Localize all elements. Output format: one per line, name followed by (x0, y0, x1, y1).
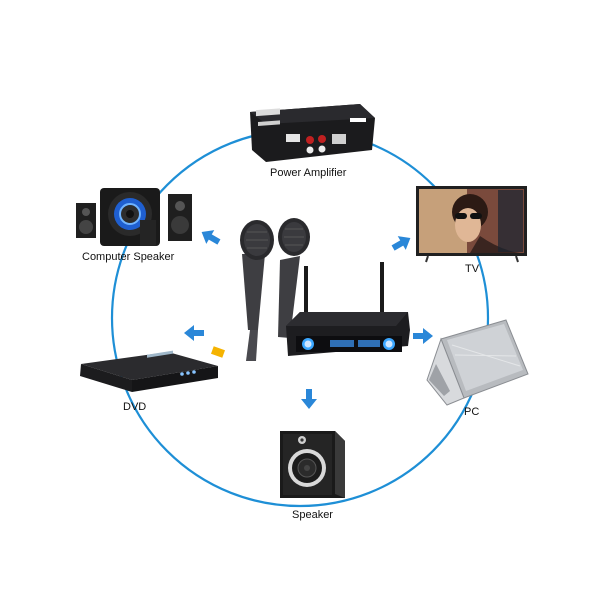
arrow-to-dvd (184, 325, 204, 341)
tv-icon (416, 186, 527, 263)
power-amplifier-label: Power Amplifier (270, 167, 347, 179)
dvd-label: DVD (123, 401, 147, 413)
wireless-microphone-icon (210, 220, 274, 361)
laptop-icon (426, 319, 529, 406)
wireless-microphone-icon-second (278, 218, 310, 338)
speaker-label: Speaker (292, 509, 333, 521)
pc-label: PC (464, 406, 480, 418)
wireless-receiver-icon (286, 262, 410, 356)
power-amplifier-icon (250, 104, 375, 162)
arrow-to-computer-speaker (201, 230, 221, 245)
arrow-to-pc (413, 328, 433, 344)
dvd-player-icon (80, 350, 218, 392)
computer-speaker-label: Computer Speaker (82, 251, 175, 263)
arrow-to-speaker (301, 389, 317, 409)
computer-speaker-icon (76, 188, 192, 246)
speaker-icon (280, 431, 345, 498)
arrow-to-tv (391, 236, 411, 251)
tv-label: TV (465, 263, 480, 275)
